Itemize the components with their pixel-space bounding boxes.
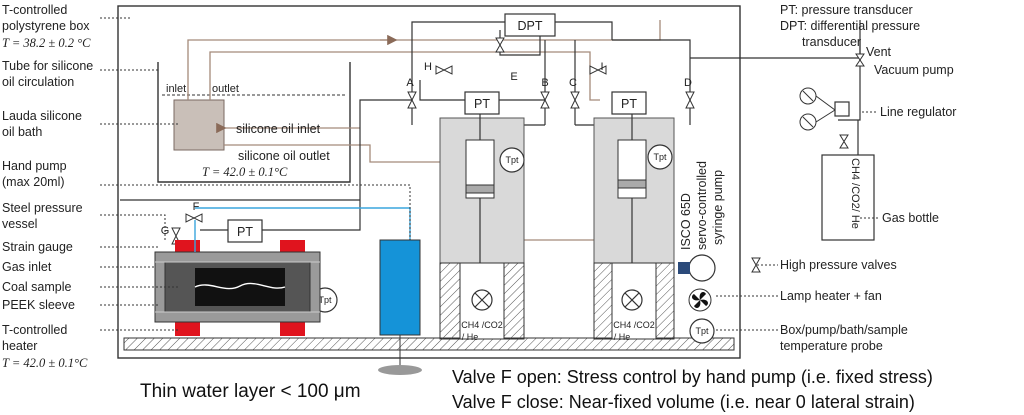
isco-label-1: ISCO 65D	[679, 193, 693, 250]
cyl-gas-right-2: / He	[614, 332, 631, 342]
valve-b-label: B	[541, 77, 548, 89]
lauda-label-1: Lauda silicone	[2, 109, 82, 123]
heater-label-2: heater	[2, 339, 37, 353]
box-label-1: T-controlled	[2, 3, 67, 17]
box-temp: T = 38.2 ± 0.2 °C	[2, 36, 91, 50]
valve-a-label: A	[406, 77, 414, 89]
oil-inlet-label: silicone oil inlet	[236, 122, 321, 136]
pt-legend: PT: pressure transducer	[780, 3, 913, 17]
cyl-gas-left-2: / He	[462, 332, 479, 342]
line-regulator-label: Line regulator	[880, 105, 956, 119]
bath-temp: T = 42.0 ± 0.1°C	[202, 165, 288, 179]
line-regulator-box	[834, 101, 850, 117]
hand-pump-label-1: Hand pump	[2, 159, 67, 173]
pt-label-right: PT	[621, 97, 637, 111]
lamp-heater-label: Lamp heater + fan	[780, 289, 882, 303]
base-plate	[123, 337, 735, 351]
oil-outlet-label: silicone oil outlet	[238, 149, 330, 163]
gas-bottle	[821, 154, 875, 241]
cyl-gas-left-1: CH4 /CO2	[461, 320, 503, 330]
thin-water-label: Thin water layer < 100 μm	[140, 381, 361, 402]
gas-inlet-label: Gas inlet	[2, 260, 52, 274]
oil-bath	[157, 62, 351, 183]
vacuum-pump-label: Vacuum pump	[874, 63, 954, 77]
gauge-icons	[799, 87, 836, 131]
pt-label-left: PT	[474, 97, 490, 111]
polystyrene-box	[117, 5, 741, 359]
strain-gauge-label: Strain gauge	[2, 240, 73, 254]
valve-close-note: Valve F close: Near-fixed volume (i.e. n…	[452, 392, 915, 412]
pt-box-right	[611, 91, 647, 115]
probe-label-1: Box/pump/bath/sample	[780, 323, 908, 337]
hand-pump-base	[378, 365, 422, 375]
valve-i-label: I	[600, 61, 603, 73]
tpt-sample: Tpt	[318, 295, 332, 305]
valve-d-label: D	[684, 77, 692, 89]
tpt-legend: Tpt	[695, 326, 709, 336]
pt-box-vessel	[227, 219, 263, 243]
coal-sample-label: Coal sample	[2, 280, 72, 294]
leader-lines	[100, 17, 878, 331]
isco-label-2: servo-controlled	[695, 161, 709, 250]
heater-label-1: T-controlled	[2, 323, 67, 337]
tpt-right: Tpt	[653, 152, 667, 162]
hp-valve-legend-icon	[751, 257, 761, 273]
valve-h-label: H	[424, 61, 432, 73]
outlet-label: outlet	[212, 83, 239, 95]
bottle-text: CH4 /CO2/ He	[849, 158, 861, 229]
fan-icon	[688, 288, 712, 312]
hp-valves-label: High pressure valves	[780, 258, 897, 272]
hand-pump	[379, 239, 421, 336]
pt-label-vessel: PT	[237, 225, 253, 239]
steel-label-1: Steel pressure	[2, 201, 83, 215]
tpt-left: Tpt	[505, 155, 519, 165]
vent-label: Vent	[866, 45, 892, 59]
steel-label-2: vessel	[2, 217, 37, 231]
dpt-legend-2: transducer	[802, 35, 861, 49]
dpt-legend-1: DPT: differential pressure	[780, 19, 920, 33]
syringe-pump-left	[439, 114, 525, 340]
box-label-2: polystyrene box	[2, 19, 90, 33]
hand-pump-label-2: (max 20ml)	[2, 175, 65, 189]
dpt-label: DPT	[518, 19, 543, 33]
valve-e-label: E	[510, 71, 517, 83]
valve-open-note: Valve F open: Stress control by hand pum…	[452, 367, 933, 387]
valve-f-label: F	[193, 201, 200, 213]
tube-label-2: oil circulation	[2, 75, 74, 89]
probe-label-2: temperature probe	[780, 339, 883, 353]
pt-box-left	[464, 91, 500, 115]
heater-temp: T = 42.0 ± 0.1°C	[2, 356, 88, 370]
valve-c-label: C	[569, 77, 577, 89]
peek-sleeve-label: PEEK sleeve	[2, 298, 75, 312]
isco-label-3: syringe pump	[711, 170, 725, 245]
dpt-box	[504, 13, 556, 37]
syringe-pump-right	[593, 114, 675, 340]
inlet-label: inlet	[166, 83, 186, 95]
pump-motor	[688, 254, 716, 282]
gas-bottle-label: Gas bottle	[882, 211, 939, 225]
lauda-label-2: oil bath	[2, 125, 42, 139]
bath-heater-block	[173, 99, 225, 151]
tube-label-1: Tube for silicone	[2, 59, 93, 73]
valve-icons	[171, 37, 865, 245]
cyl-gas-right-1: CH4 /CO2	[613, 320, 655, 330]
pressure-vessel	[154, 240, 321, 336]
